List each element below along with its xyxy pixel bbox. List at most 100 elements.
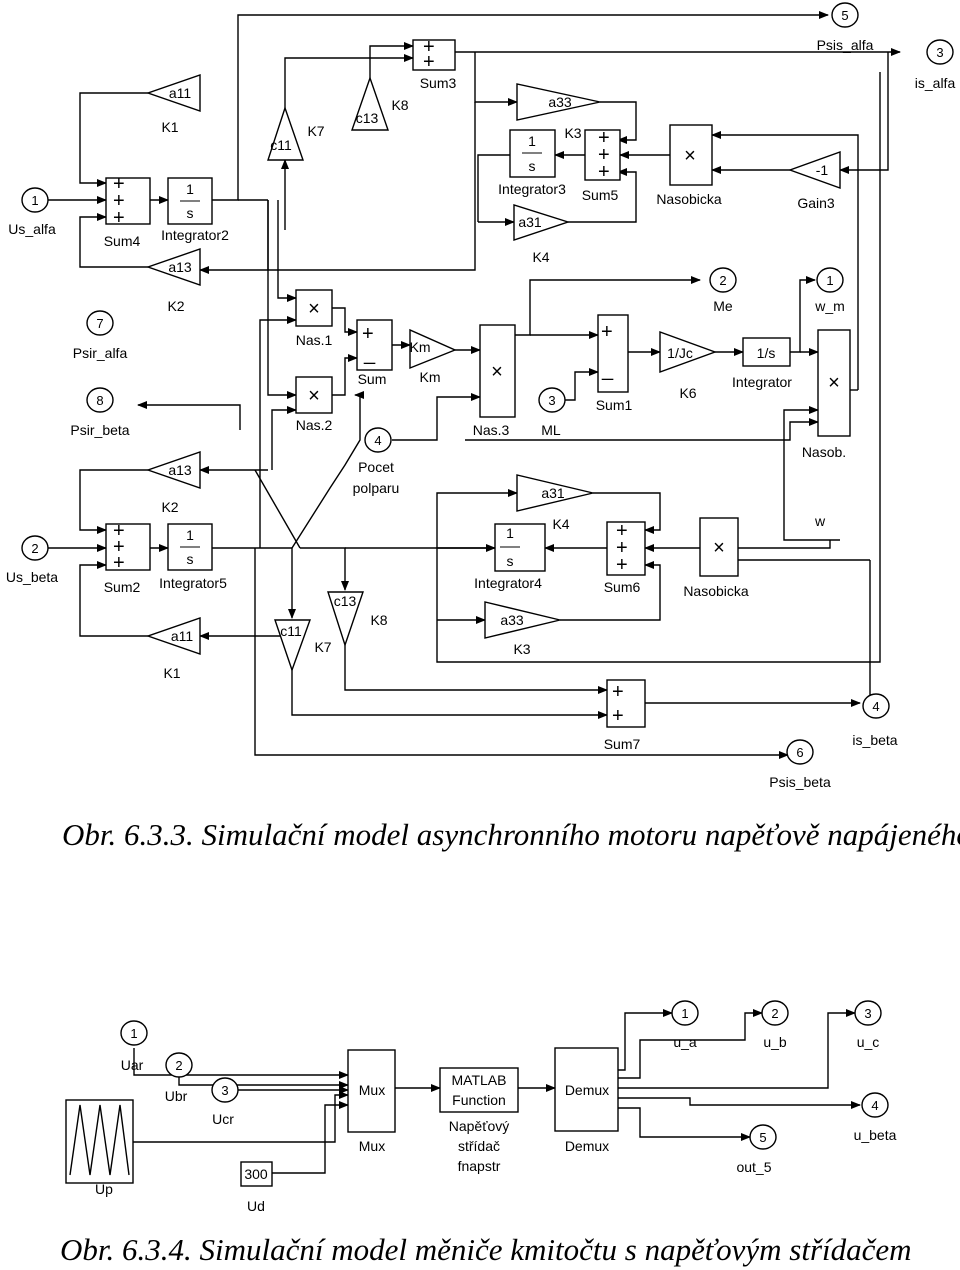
diagram2: Up 1 Uar 2 Ubr 3 Ucr 300 Ud Mux Mux MATL… (65, 1000, 897, 1214)
svg-text:3: 3 (936, 45, 943, 60)
svg-text:u_a: u_a (673, 1034, 697, 1050)
nasobicka-bottom: × Nasobicka (683, 517, 749, 599)
gain-neg1: -1 Gain3 (787, 151, 841, 211)
source-up: Up (65, 1099, 134, 1197)
svg-text:is_beta: is_beta (852, 732, 897, 748)
svg-text:1: 1 (826, 273, 833, 288)
svg-text:Nasob.: Nasob. (802, 444, 846, 460)
svg-text:+: + (113, 552, 125, 574)
svg-text:a31: a31 (518, 214, 542, 230)
svg-text:+: + (423, 36, 435, 58)
svg-text:1: 1 (186, 181, 194, 197)
outport-u-b: 2 u_b (761, 1000, 789, 1050)
svg-text:K6: K6 (679, 385, 696, 401)
svg-text:Sum: Sum (358, 371, 387, 387)
gain-a13-top: a13 K2 (145, 248, 201, 314)
svg-text:+: + (612, 681, 624, 703)
gain-a33-top: a33 K3 (516, 83, 601, 141)
svg-text:1: 1 (186, 527, 194, 543)
svg-text:5: 5 (759, 1130, 766, 1145)
constant-ud: 300 Ud (240, 1161, 273, 1214)
caption-fig-6-3-4: Obr. 6.3.4. Simulační model měniče kmito… (60, 1232, 912, 1267)
svg-text:K4: K4 (552, 516, 569, 532)
svg-text:Sum6: Sum6 (604, 579, 641, 595)
svg-text:polparu: polparu (353, 480, 400, 496)
svg-text:Pocet: Pocet (358, 459, 394, 475)
svg-text:+: + (598, 127, 610, 149)
gain-a11-top: a11 K1 (145, 74, 201, 135)
svg-text:×: × (684, 145, 696, 167)
svg-text:Nas.2: Nas.2 (296, 417, 333, 433)
outport-w-m: 1 w_m (814, 267, 845, 314)
inport-ubr: 2 Ubr (165, 1052, 193, 1104)
gain-c13-bottom: c13 K8 (327, 591, 388, 648)
svg-text:is_alfa: is_alfa (915, 75, 956, 91)
sum: + _ Sum (356, 319, 393, 387)
outport-psir-alfa: 7 Psir_alfa (73, 310, 128, 361)
svg-text:2: 2 (719, 273, 726, 288)
svg-text:out_5: out_5 (736, 1159, 771, 1175)
svg-text:5: 5 (841, 8, 848, 23)
svg-text:a11: a11 (169, 85, 192, 101)
svg-text:Integrator3: Integrator3 (498, 181, 566, 197)
svg-text:u_b: u_b (763, 1034, 787, 1050)
svg-text:Integrator2: Integrator2 (161, 227, 229, 243)
svg-text:K8: K8 (391, 97, 408, 113)
integrator: 1/s Integrator (732, 337, 792, 390)
gain-a31-top: a31 K4 (513, 204, 571, 265)
sum1: + _ Sum1 (596, 314, 632, 413)
svg-text:4: 4 (872, 699, 879, 714)
svg-text:2: 2 (771, 1006, 778, 1021)
integrator5: 1 s Integrator5 (159, 523, 227, 591)
integrator4: 1 s Integrator4 (474, 523, 546, 591)
svg-text:Km: Km (410, 339, 431, 355)
sum2: + + + Sum2 (104, 520, 151, 595)
signal-label-w: w (814, 513, 826, 529)
svg-text:×: × (308, 385, 320, 407)
svg-text:3: 3 (221, 1083, 228, 1098)
outport-u-c: 3 u_c (854, 1000, 882, 1050)
svg-text:a13: a13 (168, 259, 192, 275)
svg-text:2: 2 (31, 541, 38, 556)
svg-text:Nasobicka: Nasobicka (683, 583, 749, 599)
svg-text:K7: K7 (307, 123, 324, 139)
svg-text:Km: Km (420, 369, 441, 385)
svg-text:Demux: Demux (565, 1082, 609, 1098)
svg-text:_: _ (363, 343, 376, 365)
svg-text:fnapstr: fnapstr (458, 1158, 501, 1174)
svg-text:ML: ML (541, 422, 561, 438)
svg-text:u_c: u_c (857, 1034, 880, 1050)
svg-text:300: 300 (244, 1166, 268, 1182)
svg-text:1/s: 1/s (757, 345, 776, 361)
blocks-diagram1: a11 K1 a13 K2 a13 K2 a11 K1 -1 Gain3 a33… (104, 36, 851, 752)
svg-text:+: + (598, 161, 610, 183)
outport-u-beta: 4 u_beta (854, 1092, 897, 1143)
svg-text:Nasobicka: Nasobicka (656, 191, 722, 207)
inport-ucr: 3 Ucr (211, 1077, 239, 1127)
svg-text:+: + (612, 705, 624, 727)
svg-text:+: + (616, 537, 628, 559)
svg-text:8: 8 (96, 393, 103, 408)
svg-text:Integrator4: Integrator4 (474, 575, 542, 591)
gain-a31-bottom: a31 K4 (516, 474, 594, 532)
outport-psis-alfa: 5 Psis_alfa (817, 2, 874, 53)
svg-text:+: + (616, 520, 628, 542)
svg-text:s: s (187, 551, 194, 567)
svg-text:×: × (828, 372, 840, 394)
nasobicka-top: × Nasobicka (656, 124, 722, 207)
svg-text:3: 3 (548, 393, 555, 408)
wires-diagram1 (48, 11, 901, 759)
inport-us-beta: 2 Us_beta (6, 535, 58, 585)
outport-psis-beta: 6 Psis_beta (769, 739, 831, 790)
svg-text:1: 1 (31, 193, 38, 208)
svg-text:Nas.1: Nas.1 (296, 332, 333, 348)
outport-u-a: 1 u_a (671, 1000, 699, 1050)
inport-ml: 3 ML (538, 387, 566, 438)
svg-text:Sum7: Sum7 (604, 736, 641, 752)
svg-text:Psir_alfa: Psir_alfa (73, 345, 128, 361)
svg-text:Uar: Uar (121, 1057, 144, 1073)
svg-text:+: + (113, 190, 125, 212)
ports-diagram1: 1 Us_alfa 2 Us_beta 7 Psir_alfa 8 Psir_b… (6, 2, 956, 790)
svg-text:+: + (113, 207, 125, 229)
